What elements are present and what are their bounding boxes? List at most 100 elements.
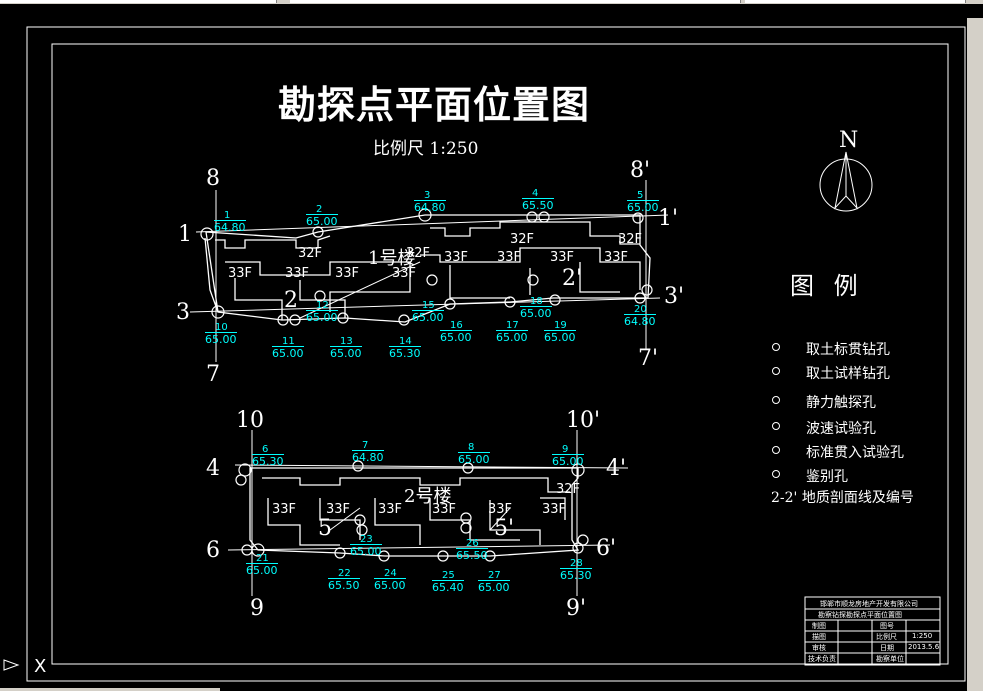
borehole-number: 3 xyxy=(424,190,431,201)
borehole-number: 22 xyxy=(338,568,351,579)
borehole-number: 27 xyxy=(488,570,501,581)
axis-label: 3 xyxy=(176,300,190,325)
axis-label: 5 xyxy=(318,516,332,541)
borehole-number: 17 xyxy=(506,320,519,331)
scale-label: 比例尺 1:250 xyxy=(373,139,479,159)
inner-frame xyxy=(51,43,949,665)
legend-item: 鉴别孔 xyxy=(806,469,848,485)
borehole-elevation: 65.00 xyxy=(478,580,510,594)
floor-label: 33F xyxy=(444,250,469,265)
borehole-elevation: 65.00 xyxy=(412,310,444,324)
building-1-label: 1号楼 xyxy=(368,248,416,269)
borehole-number: 19 xyxy=(554,320,567,331)
borehole-elevation: 64.80 xyxy=(352,450,384,464)
borehole-elevation: 64.80 xyxy=(214,220,246,234)
legend-item: 波速试验孔 xyxy=(806,421,876,437)
borehole-number: 15 xyxy=(422,300,435,311)
borehole-number: 25 xyxy=(442,570,455,581)
legend-item: 取土试样钻孔 xyxy=(806,366,890,382)
borehole-number: 4 xyxy=(532,188,539,199)
axis-label: 1 xyxy=(178,222,192,247)
section-lines xyxy=(189,180,669,596)
tb-cell: 制图 xyxy=(812,622,826,630)
tb-cell: 2013.5.6 xyxy=(908,643,940,651)
toolbar-field-1[interactable] xyxy=(0,0,277,3)
borehole-elevation: 64.80 xyxy=(414,200,446,214)
axis-label: 2 xyxy=(284,288,298,313)
tb-drawing-name: 勘察钻探勘探点平面位置图 xyxy=(818,611,902,619)
drawing-title: 勘探点平面位置图 xyxy=(278,82,591,127)
outer-frame xyxy=(26,26,966,682)
borehole-elevation: 65.00 xyxy=(552,454,584,468)
floor-label: 33F xyxy=(550,250,575,265)
axis-label: 4' xyxy=(606,456,627,481)
toolbar-field-2[interactable] xyxy=(290,0,741,3)
borehole-elevation: 65.50 xyxy=(328,578,360,592)
vertical-scrollbar[interactable] xyxy=(967,18,983,691)
borehole-number: 13 xyxy=(340,336,353,347)
borehole-number: 26 xyxy=(466,538,479,549)
axis-label: 10' xyxy=(566,408,601,433)
north-label: N xyxy=(839,128,859,153)
title-block-grid xyxy=(804,596,941,666)
tb-cell: 审核 xyxy=(812,644,826,652)
tb-client: 邯郸市顺龙房地产开发有限公司 xyxy=(820,600,918,608)
borehole-elevation: 65.40 xyxy=(432,580,464,594)
floor-label: 33F xyxy=(326,502,351,517)
axis-label: 9' xyxy=(566,596,587,621)
legend-title: 图 例 xyxy=(790,272,864,300)
borehole-elevation: 65.00 xyxy=(374,578,406,592)
borehole-elevation: 65.00 xyxy=(458,452,490,466)
floor-label: 33F xyxy=(335,266,360,281)
borehole-number: 9 xyxy=(562,444,569,455)
borehole-elevation: 65.00 xyxy=(440,330,472,344)
borehole-elevation: 65.00 xyxy=(330,346,362,360)
axis-label: 7' xyxy=(638,346,659,371)
borehole-elevation: 65.00 xyxy=(205,332,237,346)
borehole-number: 10 xyxy=(215,322,228,333)
legend-item: 静力触探孔 xyxy=(806,395,876,411)
status-strip xyxy=(0,688,220,691)
borehole-number: 16 xyxy=(450,320,463,331)
floor-label: 32F xyxy=(556,482,581,497)
legend-item: 取土标贯钻孔 xyxy=(806,342,890,358)
borehole-elevation: 65.00 xyxy=(496,330,528,344)
axis-label: 8' xyxy=(630,158,651,183)
tb-cell: 日期 xyxy=(880,644,894,652)
borehole-number: 14 xyxy=(399,336,412,347)
borehole-number: 18 xyxy=(530,296,543,307)
borehole-elevation: 65.30 xyxy=(252,454,284,468)
borehole-elevation: 65.50 xyxy=(522,198,554,212)
legend-item: 标准贯入试验孔 xyxy=(806,445,904,461)
borehole-markers xyxy=(200,208,653,562)
toolbar-strip xyxy=(0,0,983,4)
floor-label: 33F xyxy=(497,250,522,265)
borehole-elevation: 65.00 xyxy=(306,214,338,228)
floor-label: 33F xyxy=(378,502,403,517)
borehole-elevation: 65.00 xyxy=(246,563,278,577)
axis-label: 5' xyxy=(494,516,515,541)
axis-label: 1' xyxy=(658,206,679,231)
tb-cell: 比例尺 xyxy=(876,633,897,641)
borehole-number: 2 xyxy=(316,204,323,215)
axis-label: 6 xyxy=(206,538,220,563)
axis-label: 8 xyxy=(206,166,220,191)
floor-label: 33F xyxy=(228,266,253,281)
borehole-elevation: 65.00 xyxy=(306,310,338,324)
borehole-number: 23 xyxy=(360,534,373,545)
floor-label: 32F xyxy=(406,246,431,261)
legend-item: 2-2' 地质剖面线及编号 xyxy=(771,490,914,506)
borehole-elevation: 65.00 xyxy=(544,330,576,344)
floor-label: 32F xyxy=(298,246,323,261)
floor-label: 33F xyxy=(542,502,567,517)
borehole-number: 1 xyxy=(224,210,231,221)
borehole-elevation: 65.30 xyxy=(389,346,421,360)
tb-cell: 技术负责 xyxy=(808,655,836,663)
legend-symbols xyxy=(772,343,780,478)
borehole-number: 7 xyxy=(362,440,369,451)
toolbar-field-3[interactable] xyxy=(745,0,966,3)
borehole-number: 21 xyxy=(256,553,269,564)
ucs-arrow-icon xyxy=(3,659,20,671)
tb-cell: 描图 xyxy=(812,633,826,641)
